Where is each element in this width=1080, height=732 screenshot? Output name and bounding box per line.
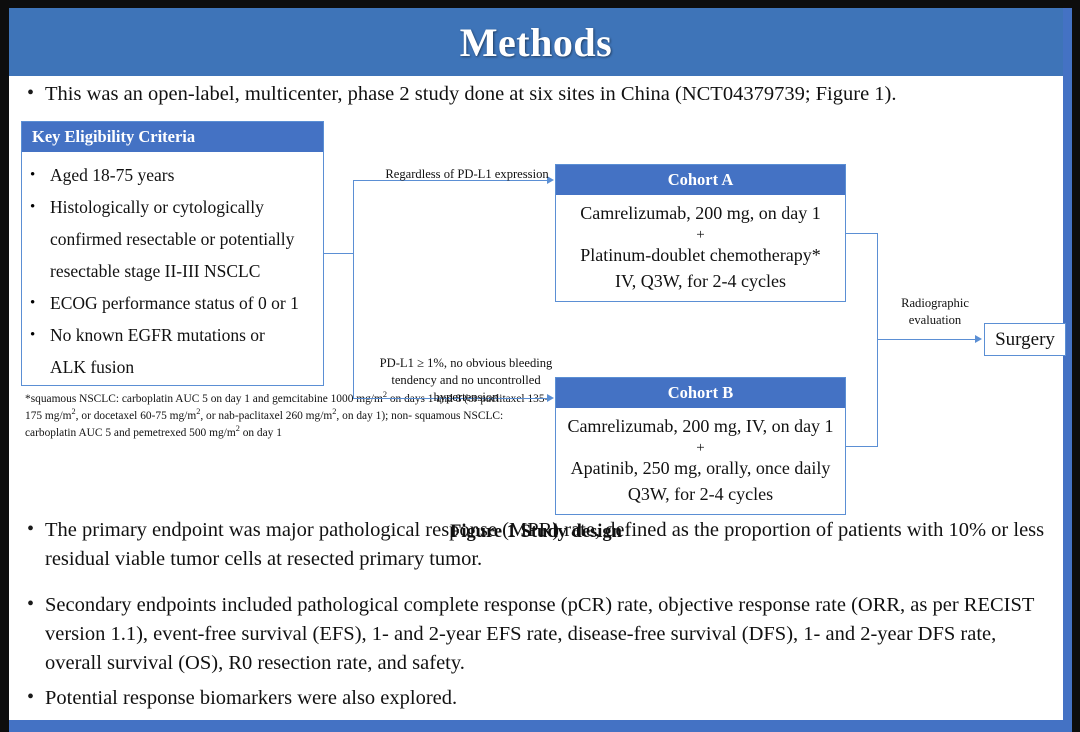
study-design-figure: Key Eligibility Criteria • Aged 18-75 ye… — [9, 118, 1066, 542]
annotation-bottom-branch: PD-L1 ≥ 1%, no obvious bleeding tendency… — [379, 356, 553, 404]
bullet-primary-endpoint: • The primary endpoint was major patholo… — [27, 516, 1047, 574]
footnote-sup: 2 — [332, 406, 337, 416]
eligibility-item: • ECOG performance status of 0 or 1 — [30, 288, 317, 318]
page-title: Methods — [459, 19, 613, 65]
bullet-biomarkers-text: Potential response biomarkers were also … — [45, 687, 458, 709]
slide-accent-bar-bottom — [9, 720, 1072, 732]
eligibility-item-label: Aged 18-75 years — [50, 165, 175, 185]
footnote-sup: 2 — [235, 423, 240, 433]
bullet-marker-icon: • — [27, 686, 35, 708]
cohort-a-header: Cohort A — [556, 165, 845, 195]
bullet-spacer — [30, 352, 50, 382]
slide-frame-left — [0, 0, 9, 732]
cohort-b-line1: Camrelizumab, 200 mg, IV, on day 1 — [567, 416, 834, 436]
connector-split-vertical — [353, 180, 355, 398]
eligibility-item: • Histologically or cytologically — [30, 192, 317, 222]
eligibility-item-label: ECOG performance status of 0 or 1 — [50, 293, 299, 313]
eligibility-item: • Aged 18-75 years — [30, 160, 317, 190]
lead-bullet: • This was an open-label, multicenter, p… — [27, 80, 1047, 108]
eligibility-criteria-box: Key Eligibility Criteria • Aged 18-75 ye… — [21, 121, 324, 386]
bullet-marker-icon: • — [30, 199, 36, 215]
footnote-line2-c: , or nab-paclitaxel 260 mg/m — [200, 409, 333, 422]
eligibility-item-label: ALK fusion — [50, 357, 135, 377]
cohort-b-header: Cohort B — [556, 378, 845, 408]
connector-bottom-branch — [353, 398, 549, 400]
connector-cohort-b-out — [846, 446, 878, 448]
cohort-b-body: Camrelizumab, 200 mg, IV, on day 1 + Apa… — [556, 408, 845, 513]
connector-eligibility-stub — [324, 253, 354, 255]
footnote-line2-b: , or docetaxel 60-75 mg/m — [75, 409, 197, 422]
cohort-a-line1: Camrelizumab, 200 mg, on day 1 — [580, 203, 821, 223]
eligibility-item-cont: confirmed resectable or potentially — [30, 224, 317, 254]
connector-cohort-a-out — [846, 233, 878, 235]
footnote-sup: 2 — [71, 406, 76, 416]
bullet-spacer — [30, 224, 50, 254]
footnote-line3-a: squamous NSCLC: carboplatin AUC 5 and pe… — [25, 409, 504, 439]
connector-top-branch — [353, 180, 549, 182]
footnote-line3-b: on day 1 — [239, 426, 282, 439]
slide-frame-top — [0, 0, 1080, 8]
connector-to-surgery — [877, 339, 977, 341]
eligibility-body: • Aged 18-75 years • Histologically or c… — [22, 152, 323, 388]
bullet-spacer — [30, 256, 50, 286]
chemotherapy-footnote: *squamous NSCLC: carboplatin AUC 5 on da… — [25, 390, 555, 441]
bullet-marker-icon: • — [27, 82, 35, 104]
bullet-marker-icon: • — [27, 518, 35, 540]
bullet-secondary-endpoints: • Secondary endpoints included pathologi… — [27, 591, 1049, 678]
cohort-a-line2: Platinum-doublet chemotherapy* — [580, 245, 821, 266]
bullet-primary-endpoint-text: The primary endpoint was major pathologi… — [45, 519, 1045, 571]
surgery-box: Surgery — [984, 323, 1066, 356]
cohort-b-line3: Q3W, for 2-4 cycles — [627, 483, 774, 504]
footnote-line1-a: *squamous NSCLC: carboplatin AUC 5 on da… — [25, 392, 383, 405]
arrow-to-cohort-b-icon — [547, 394, 554, 402]
slide-content: • This was an open-label, multicenter, p… — [9, 76, 1066, 720]
slide-accent-bar-right — [1063, 8, 1072, 732]
bullet-marker-icon: • — [30, 295, 36, 311]
bullet-biomarkers: • Potential response biomarkers were als… — [27, 684, 1027, 713]
footnote-line2-d: , on day 1); non- — [336, 409, 413, 422]
bullet-secondary-endpoints-text: Secondary endpoints included pathologica… — [45, 594, 1035, 675]
annotation-radiographic-evaluation: Radiographic evaluation — [901, 296, 969, 327]
bullet-marker-icon: • — [30, 327, 36, 343]
arrow-to-surgery-icon — [975, 335, 982, 343]
eligibility-item: • No known EGFR mutations or — [30, 320, 317, 350]
footnote-sup: 2 — [196, 406, 201, 416]
eligibility-item-label: No known EGFR mutations or — [50, 325, 265, 345]
cohort-b-box: Cohort B Camrelizumab, 200 mg, IV, on da… — [555, 377, 846, 515]
cohort-b-plus: + — [696, 439, 705, 456]
figure-caption: Figure 1 Study design — [450, 522, 622, 542]
bullet-marker-icon: • — [27, 593, 35, 615]
eligibility-item-label: confirmed resectable or potentially — [50, 229, 295, 249]
cohort-a-plus: + — [696, 226, 705, 243]
cohort-a-body: Camrelizumab, 200 mg, on day 1 + Platinu… — [556, 195, 845, 300]
lead-bullet-text: This was an open-label, multicenter, pha… — [45, 83, 897, 105]
eligibility-item-label: Histologically or cytologically — [50, 197, 264, 217]
eligibility-item-label: resectable stage II-III NSCLC — [50, 261, 261, 281]
cohort-b-line2: Apatinib, 250 mg, orally, once daily — [570, 458, 831, 479]
slide-title-band: Methods — [9, 8, 1063, 76]
footnote-sup: 2 — [382, 390, 387, 399]
eligibility-header: Key Eligibility Criteria — [22, 122, 323, 152]
cohort-a-box: Cohort A Camrelizumab, 200 mg, on day 1 … — [555, 164, 846, 302]
eligibility-item-cont: ALK fusion — [30, 352, 317, 382]
eligibility-item-cont: resectable stage II-III NSCLC — [30, 256, 317, 286]
surgery-label: Surgery — [995, 328, 1055, 350]
cohort-a-line3: IV, Q3W, for 2-4 cycles — [615, 270, 786, 291]
annotation-top-branch: Regardless of PD-L1 expression — [385, 167, 549, 181]
arrow-to-cohort-a-icon — [547, 176, 554, 184]
slide-frame-right — [1072, 0, 1080, 732]
bullet-marker-icon: • — [30, 167, 36, 183]
